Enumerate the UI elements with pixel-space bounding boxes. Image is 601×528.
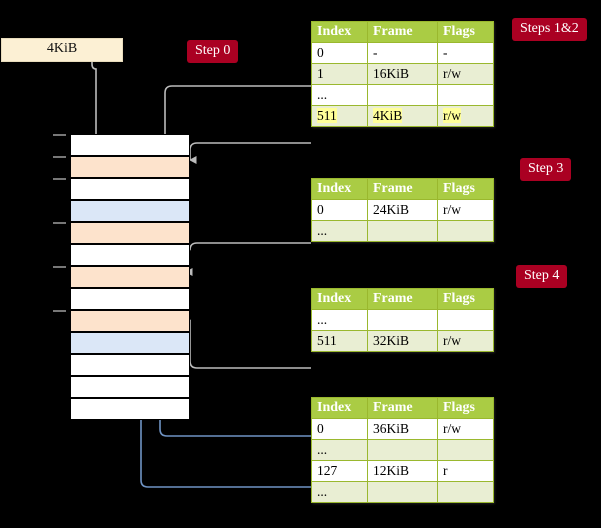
cell-index: 0	[311, 418, 368, 440]
wire-step3	[185, 242, 311, 276]
cell-flags: -	[437, 42, 494, 64]
memory-frame-row	[70, 376, 190, 398]
cell-flags: r/w	[437, 105, 494, 127]
highlighted-value: r/w	[443, 108, 461, 123]
table-row: ...	[311, 481, 494, 503]
memory-frame-row	[70, 244, 190, 266]
cell-flags	[437, 439, 494, 461]
cell-index: ...	[311, 309, 368, 331]
cell-flags	[437, 481, 494, 503]
cell-frame: 4KiB	[367, 105, 438, 127]
badge-step12: Steps 1&2	[512, 18, 587, 41]
cell-index: 127	[311, 460, 368, 482]
memory-tick	[53, 178, 66, 180]
cell-frame: 24KiB	[367, 199, 438, 221]
cell-index: ...	[311, 439, 368, 461]
cell-flags: r/w	[437, 418, 494, 440]
memory-frame-row	[70, 288, 190, 310]
cell-frame: 16KiB	[367, 63, 438, 85]
table-row: 0--	[311, 42, 494, 64]
cell-index: ...	[311, 84, 368, 106]
memory-frame-row	[70, 200, 190, 222]
badge-step4: Step 4	[516, 265, 568, 288]
column-header-index: Index	[311, 178, 368, 200]
memory-frame-row	[70, 332, 190, 354]
cell-frame	[367, 439, 438, 461]
wire-steps12-b	[189, 142, 311, 164]
cell-frame: 36KiB	[367, 418, 438, 440]
memory-frame-row	[70, 310, 190, 332]
table-row: ...	[311, 220, 494, 242]
column-header-index: Index	[311, 21, 368, 43]
cell-flags	[437, 220, 494, 242]
column-header-index: Index	[311, 397, 368, 419]
cell-index: ...	[311, 220, 368, 242]
column-header-flags: Flags	[437, 21, 494, 43]
cell-index: 0	[311, 42, 368, 64]
memory-frame-row	[70, 156, 190, 178]
column-header-index: Index	[311, 288, 368, 310]
cell-flags: r/w	[437, 199, 494, 221]
cell-index: 0	[311, 199, 368, 221]
cell-index: 511	[311, 330, 368, 352]
table-row: ...	[311, 439, 494, 461]
cell-flags: r/w	[437, 63, 494, 85]
cell-frame: 32KiB	[367, 330, 438, 352]
wire-step4	[183, 316, 311, 369]
table-row: 511 4KiB r/w	[311, 105, 494, 127]
cell-index: ...	[311, 481, 368, 503]
cell-frame: -	[367, 42, 438, 64]
memory-tick	[53, 156, 66, 158]
cell-frame: 12KiB	[367, 460, 438, 482]
column-header-flags: Flags	[437, 178, 494, 200]
cell-frame	[367, 220, 438, 242]
memory-tick	[53, 222, 66, 224]
column-header-frame: Frame	[367, 21, 438, 43]
column-header-flags: Flags	[437, 397, 494, 419]
source-frame-box: 4KiB	[1, 38, 123, 62]
column-header-frame: Frame	[367, 397, 438, 419]
memory-frame-row	[70, 178, 190, 200]
table-row: ...	[311, 309, 494, 331]
cell-frame	[367, 84, 438, 106]
cell-frame	[367, 481, 438, 503]
memory-frame-row	[70, 354, 190, 376]
column-header-frame: Frame	[367, 288, 438, 310]
cell-flags	[437, 84, 494, 106]
cell-flags: r	[437, 460, 494, 482]
badge-step3: Step 3	[520, 158, 572, 181]
memory-frame-row	[70, 266, 190, 288]
badge-step0: Step 0	[187, 40, 239, 63]
table-row: ...	[311, 84, 494, 106]
column-header-frame: Frame	[367, 178, 438, 200]
highlighted-value: 511	[317, 108, 337, 123]
memory-frame-row	[70, 222, 190, 244]
memory-tick	[53, 310, 66, 312]
cell-index: 511	[311, 105, 368, 127]
physical-memory-column	[70, 134, 190, 420]
column-header-flags: Flags	[437, 288, 494, 310]
cell-frame	[367, 309, 438, 331]
cell-flags	[437, 309, 494, 331]
memory-frame-row	[70, 398, 190, 420]
memory-frame-row	[70, 134, 190, 156]
memory-tick	[53, 134, 66, 136]
memory-tick	[53, 266, 66, 268]
cell-index: 1	[311, 63, 368, 85]
highlighted-value: 4KiB	[373, 108, 403, 123]
cell-flags: r/w	[437, 330, 494, 352]
